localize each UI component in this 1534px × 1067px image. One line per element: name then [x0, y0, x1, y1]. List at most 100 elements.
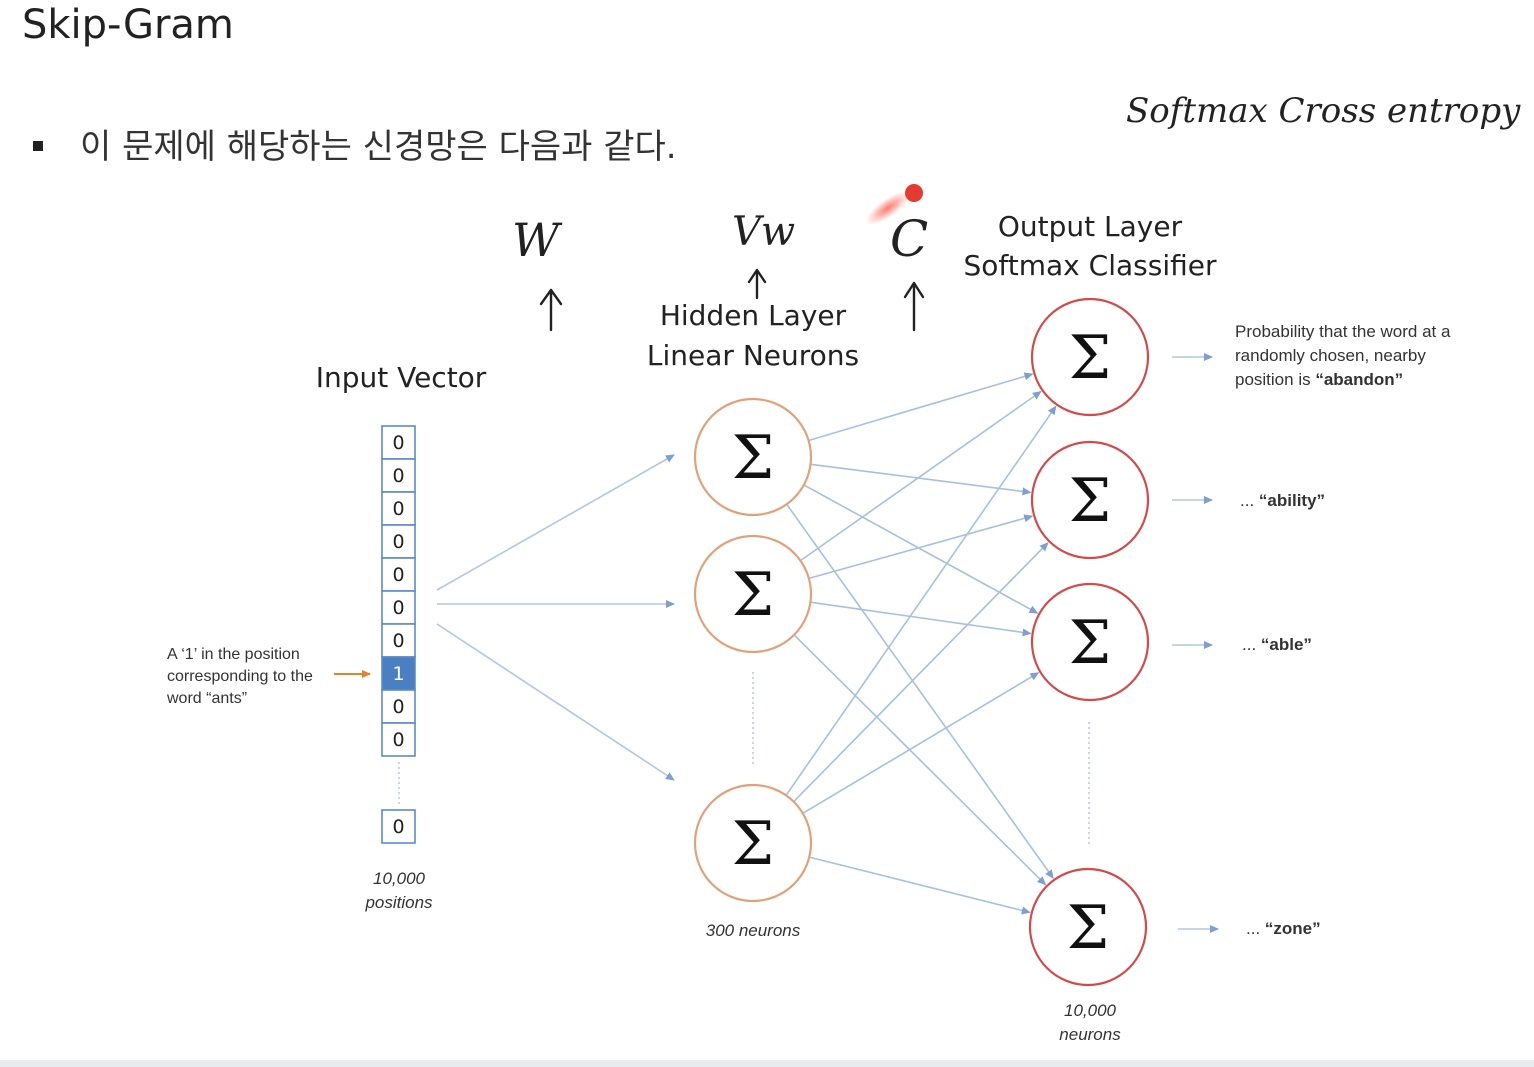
input-cell: 0 — [381, 557, 416, 592]
connection-edge — [810, 601, 1032, 637]
output-label-line: randomly chosen, nearby — [1235, 346, 1426, 365]
output-label-prefix: ... — [1240, 491, 1259, 510]
bullet-text: 이 문제에 해당하는 신경망은 다음과 같다. — [80, 127, 677, 167]
input-cell: 0 — [381, 524, 416, 559]
output-neuron: Σ — [1028, 867, 1148, 987]
connection-edge — [785, 405, 1057, 796]
hidden-neuron-circle — [693, 783, 813, 903]
connection-edge — [803, 484, 1039, 614]
handwritten-arrow-w — [539, 288, 563, 332]
output-neuron-circle — [1030, 297, 1150, 417]
output-neuron-circle — [1030, 440, 1150, 560]
output-label-line: ... “able” — [1242, 635, 1312, 654]
input-cell: 0 — [381, 623, 416, 658]
input-cell-box — [381, 656, 416, 691]
input-cell: 0 — [381, 689, 416, 724]
output-neuron: Σ — [1030, 582, 1150, 702]
output-neuron-sigma: Σ — [1069, 608, 1111, 678]
input-cell: 1 — [381, 656, 416, 691]
input-cell-value: 0 — [392, 630, 404, 652]
output-label-word: “ability” — [1259, 491, 1325, 510]
output-probability-labels: Probability that the word at a randomly c… — [1172, 322, 1451, 938]
output-layer-title-line1: Output Layer — [998, 210, 1183, 243]
handwritten-c: C — [890, 210, 928, 268]
connection-edge — [808, 514, 1034, 580]
output-layer-neurons: Σ Σ Σ Σ — [1028, 297, 1150, 987]
connection-edge — [799, 390, 1042, 562]
output-caption-line1: 10,000 — [1064, 1001, 1117, 1020]
input-cell-value: 0 — [392, 696, 404, 718]
hidden-neuron: Σ — [693, 783, 813, 903]
connection-edge — [793, 542, 1049, 803]
laser-trail — [866, 191, 910, 225]
input-cell-box — [381, 623, 416, 658]
output-label-prefix: ... — [1246, 919, 1265, 938]
output-label-word: “abandon” — [1315, 370, 1403, 389]
input-cell: 0 — [381, 590, 416, 625]
input-caption-line2: positions — [364, 893, 433, 912]
hidden-layer-title-line2: Linear Neurons — [647, 339, 859, 372]
bottom-strip — [0, 1060, 1534, 1067]
input-cell-last: 0 — [381, 809, 416, 844]
input-cell-value: 0 — [392, 564, 404, 586]
input-to-hidden-arrow-1 — [436, 454, 675, 591]
hidden-layer-title-line1: Hidden Layer — [660, 299, 847, 332]
input-cell: 0 — [381, 425, 416, 460]
input-note-line3: word “ants” — [166, 690, 247, 707]
input-cell: 0 — [381, 722, 416, 757]
output-label-line: ... “zone” — [1246, 919, 1321, 938]
handwritten-w: W — [512, 213, 563, 267]
output-label-prefix: Probability that the word at a — [1235, 322, 1451, 341]
input-cell-box — [381, 722, 416, 757]
handwritten-softmax-cross-entropy: Softmax Cross entropy — [1126, 91, 1521, 131]
input-cell-box — [381, 557, 416, 592]
hidden-layer-neurons: ΣΣΣ — [693, 397, 813, 903]
input-note-line2: corresponding to the — [167, 668, 313, 685]
connection-edge — [809, 856, 1031, 915]
input-layer-title: Input Vector — [316, 361, 487, 394]
input-cell-value: 0 — [392, 432, 404, 454]
output-label-line: Probability that the word at a — [1235, 322, 1451, 341]
input-caption-line1: 10,000 — [373, 869, 426, 888]
input-to-hidden-arrow-3 — [436, 623, 675, 781]
output-label-prefix: randomly chosen, nearby — [1235, 346, 1426, 365]
output-label-prefix: position is — [1235, 370, 1315, 389]
input-cell: 0 — [381, 491, 416, 526]
input-cell-value: 1 — [392, 663, 404, 685]
hidden-neuron: Σ — [693, 534, 813, 654]
connection-edge — [810, 463, 1032, 496]
output-caption-line2: neurons — [1059, 1025, 1121, 1044]
laser-pointer-dot — [905, 184, 923, 202]
output-neuron: Σ — [1030, 297, 1150, 417]
connection-edge — [808, 372, 1034, 442]
output-layer-title-line2: Softmax Classifier — [964, 249, 1217, 282]
input-cell-value: 0 — [392, 531, 404, 553]
input-cell-box — [381, 689, 416, 724]
hidden-neuron-sigma: Σ — [732, 560, 774, 630]
hidden-caption: 300 neurons — [706, 921, 801, 940]
input-cell: 0 — [381, 458, 416, 493]
hidden-neuron: Σ — [693, 397, 813, 517]
output-neuron-circle — [1028, 867, 1148, 987]
input-cell-box — [381, 458, 416, 493]
output-label-word: “able” — [1261, 635, 1312, 654]
connection-edge — [793, 634, 1047, 886]
input-cell-value: 0 — [392, 597, 404, 619]
output-neuron-sigma: Σ — [1069, 323, 1111, 393]
connection-edge — [786, 503, 1054, 879]
input-cell-box — [381, 590, 416, 625]
output-label-word: “zone” — [1265, 919, 1321, 938]
output-neuron: Σ — [1030, 440, 1150, 560]
handwritten-vw: Vw — [732, 209, 795, 255]
hidden-neuron-circle — [693, 397, 813, 517]
output-neuron-circle — [1030, 582, 1150, 702]
bullet-marker — [33, 141, 43, 151]
input-cell-value: 0 — [392, 729, 404, 751]
output-label-line: position is “abandon” — [1235, 370, 1403, 389]
input-cell-box — [381, 809, 416, 844]
output-neuron-sigma: Σ — [1069, 466, 1111, 536]
hidden-neuron-sigma: Σ — [732, 423, 774, 493]
hidden-neuron-sigma: Σ — [732, 809, 774, 879]
